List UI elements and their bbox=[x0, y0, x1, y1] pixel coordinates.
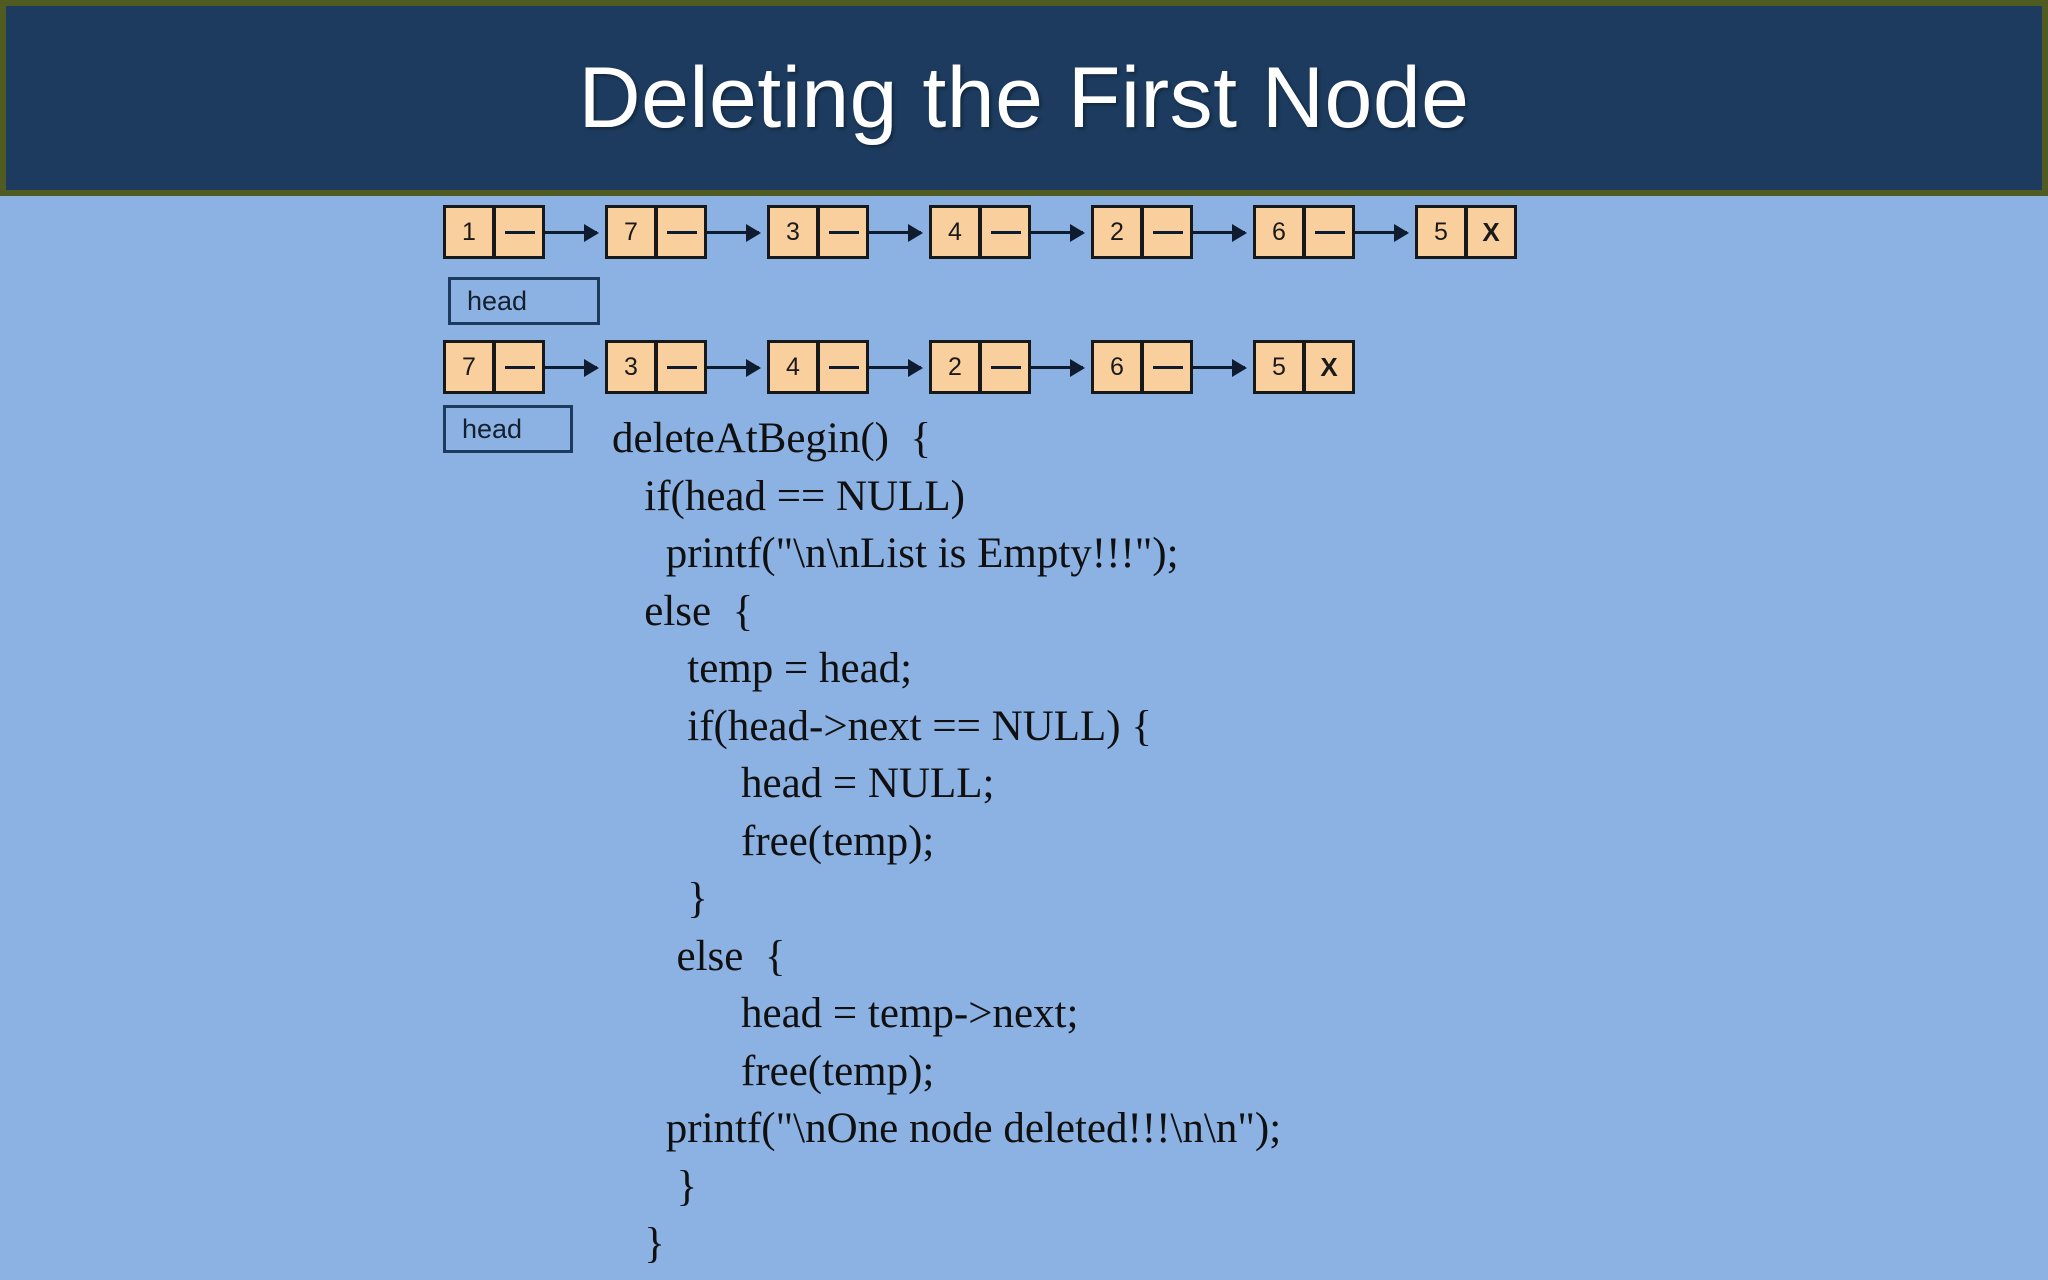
pointer-stub-icon bbox=[667, 231, 697, 234]
next-pointer-arrow-icon bbox=[692, 366, 759, 369]
list-node: 7 bbox=[605, 205, 707, 259]
code-line: free(temp); bbox=[612, 1047, 935, 1095]
node-null-pointer-icon: X bbox=[1304, 340, 1355, 394]
pointer-stub-icon bbox=[1153, 231, 1183, 234]
pointer-stub-icon bbox=[829, 366, 859, 369]
node-pointer-cell bbox=[1304, 205, 1355, 259]
node-pointer-cell bbox=[1142, 205, 1193, 259]
pointer-stub-icon bbox=[1315, 231, 1345, 234]
node-data-cell: 5 bbox=[1253, 340, 1304, 394]
node-data-cell: 4 bbox=[929, 205, 980, 259]
page-title: Deleting the First Node bbox=[578, 50, 1470, 146]
node-data-cell: 1 bbox=[443, 205, 494, 259]
code-block: deleteAtBegin() { if(head == NULL) print… bbox=[612, 410, 1281, 1273]
code-line: } bbox=[612, 1162, 698, 1210]
list-node: 4 bbox=[767, 340, 869, 394]
code-line: temp = head; bbox=[612, 645, 913, 692]
node-data-cell: 2 bbox=[929, 340, 980, 394]
next-pointer-arrow-icon bbox=[1178, 231, 1245, 234]
node-data-cell: 6 bbox=[1253, 205, 1304, 259]
list-node: 6 bbox=[1091, 340, 1193, 394]
node-data-cell: 3 bbox=[605, 340, 656, 394]
next-pointer-arrow-icon bbox=[854, 366, 921, 369]
pointer-stub-icon bbox=[991, 231, 1021, 234]
node-pointer-cell bbox=[980, 205, 1031, 259]
node-pointer-cell bbox=[656, 205, 707, 259]
node-data-cell: 4 bbox=[767, 340, 818, 394]
node-pointer-cell bbox=[818, 205, 869, 259]
next-pointer-arrow-icon bbox=[530, 231, 597, 234]
code-line: } bbox=[612, 1220, 665, 1267]
pointer-stub-icon bbox=[505, 231, 535, 234]
pointer-stub-icon bbox=[667, 366, 697, 369]
next-pointer-arrow-icon bbox=[530, 366, 597, 369]
list-node: 3 bbox=[605, 340, 707, 394]
node-pointer-cell bbox=[818, 340, 869, 394]
next-pointer-arrow-icon bbox=[1340, 231, 1407, 234]
title-bar: Deleting the First Node bbox=[0, 0, 2048, 196]
head-pointer-box-before: head bbox=[448, 277, 600, 325]
list-node: 7 bbox=[443, 340, 545, 394]
code-line: printf("\nOne node deleted!!!\n\n"); bbox=[612, 1105, 1282, 1152]
node-data-cell: 7 bbox=[605, 205, 656, 259]
pointer-stub-icon bbox=[991, 366, 1021, 369]
node-null-pointer-icon: X bbox=[1466, 205, 1517, 259]
code-line: head = NULL; bbox=[612, 760, 995, 807]
node-pointer-cell bbox=[980, 340, 1031, 394]
node-pointer-cell bbox=[1142, 340, 1193, 394]
node-pointer-cell bbox=[656, 340, 707, 394]
code-line: head = temp->next; bbox=[612, 990, 1079, 1037]
next-pointer-arrow-icon bbox=[1016, 366, 1083, 369]
code-line: } bbox=[612, 875, 708, 922]
list-node: 2 bbox=[1091, 205, 1193, 259]
pointer-stub-icon bbox=[505, 366, 535, 369]
next-pointer-arrow-icon bbox=[1178, 366, 1245, 369]
head-label: head bbox=[462, 413, 523, 444]
code-line: deleteAtBegin() { bbox=[612, 415, 932, 462]
code-line: if(head == NULL) bbox=[612, 472, 965, 520]
head-label: head bbox=[467, 285, 528, 316]
code-line: free(temp); bbox=[612, 817, 935, 865]
next-pointer-arrow-icon bbox=[854, 231, 921, 234]
node-data-cell: 6 bbox=[1091, 340, 1142, 394]
head-pointer-box-after: head bbox=[443, 405, 573, 453]
list-node: 2 bbox=[929, 340, 1031, 394]
code-line: else { bbox=[612, 932, 786, 980]
next-pointer-arrow-icon bbox=[1016, 231, 1083, 234]
list-node: 1 bbox=[443, 205, 545, 259]
pointer-stub-icon bbox=[1153, 366, 1183, 369]
node-data-cell: 2 bbox=[1091, 205, 1142, 259]
code-line: printf("\n\nList is Empty!!!"); bbox=[612, 530, 1179, 577]
node-data-cell: 5 bbox=[1415, 205, 1466, 259]
pointer-stub-icon bbox=[829, 231, 859, 234]
next-pointer-arrow-icon bbox=[692, 231, 759, 234]
node-data-cell: 7 bbox=[443, 340, 494, 394]
code-line: if(head->next == NULL) { bbox=[612, 702, 1152, 750]
node-pointer-cell bbox=[494, 340, 545, 394]
code-line: else { bbox=[612, 587, 754, 635]
list-node: 3 bbox=[767, 205, 869, 259]
list-node: 6 bbox=[1253, 205, 1355, 259]
node-data-cell: 3 bbox=[767, 205, 818, 259]
node-pointer-cell bbox=[494, 205, 545, 259]
list-node: 4 bbox=[929, 205, 1031, 259]
